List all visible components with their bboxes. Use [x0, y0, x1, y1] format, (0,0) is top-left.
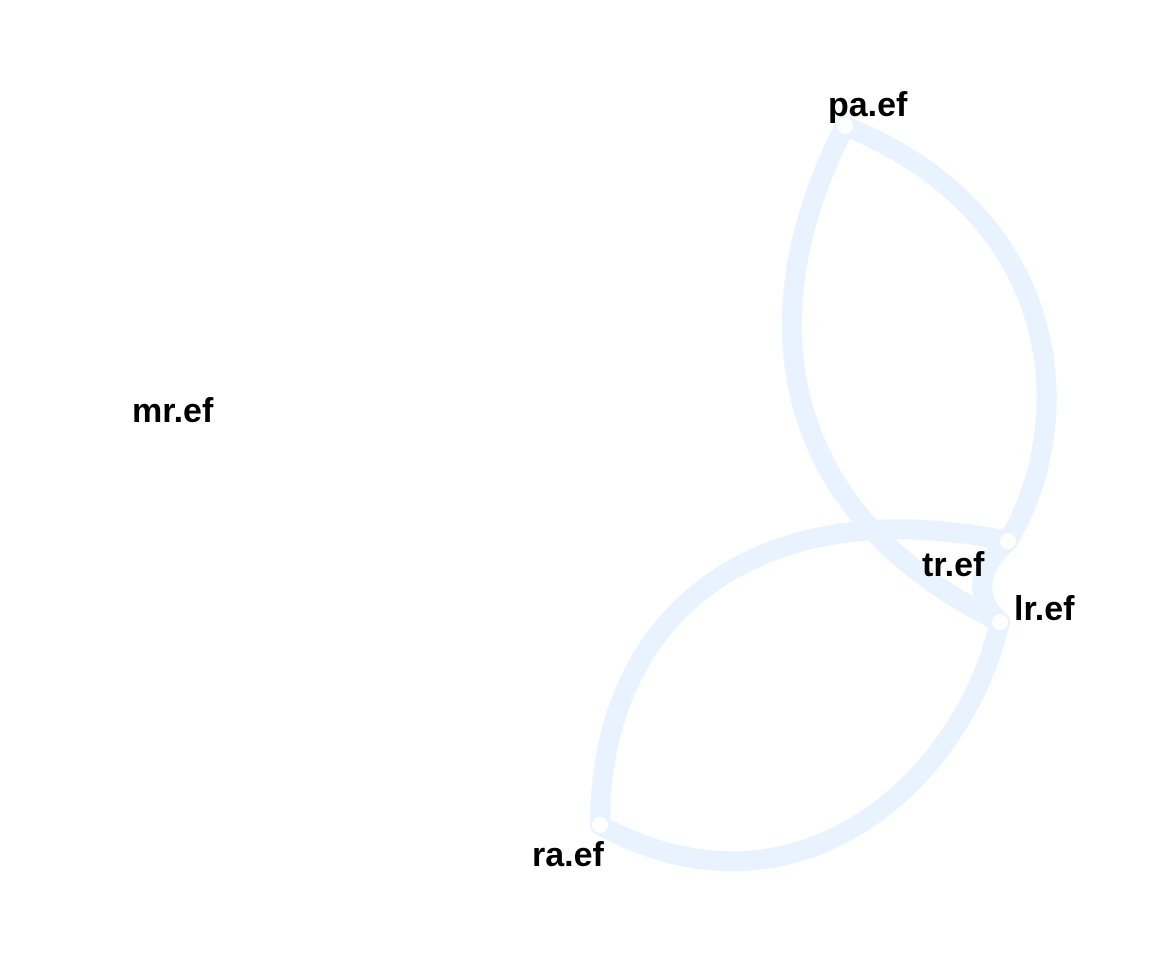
node-label-ra: ra.ef	[532, 836, 604, 874]
node-label-mr: mr.ef	[132, 392, 214, 430]
node-label-lr: lr.ef	[1014, 590, 1075, 628]
edge-pa-tr	[835, 116, 1057, 551]
edge-tr-lr	[972, 531, 1018, 632]
labels-layer: pa.ef mr.ef tr.ef lr.ef ra.ef	[132, 86, 1075, 874]
node-tr	[1000, 533, 1016, 549]
edge-lr-ra	[590, 612, 1010, 872]
edge-pa-lr	[781, 116, 1010, 632]
nodes-layer	[172, 118, 1016, 833]
node-label-tr: tr.ef	[922, 546, 985, 584]
node-ra	[592, 817, 608, 833]
node-pa	[837, 118, 853, 134]
node-label-pa: pa.ef	[828, 86, 908, 124]
node-lr	[992, 614, 1008, 630]
edge-tr-ra	[590, 519, 1018, 835]
edges-layer	[590, 116, 1057, 872]
node-mr	[172, 424, 188, 440]
